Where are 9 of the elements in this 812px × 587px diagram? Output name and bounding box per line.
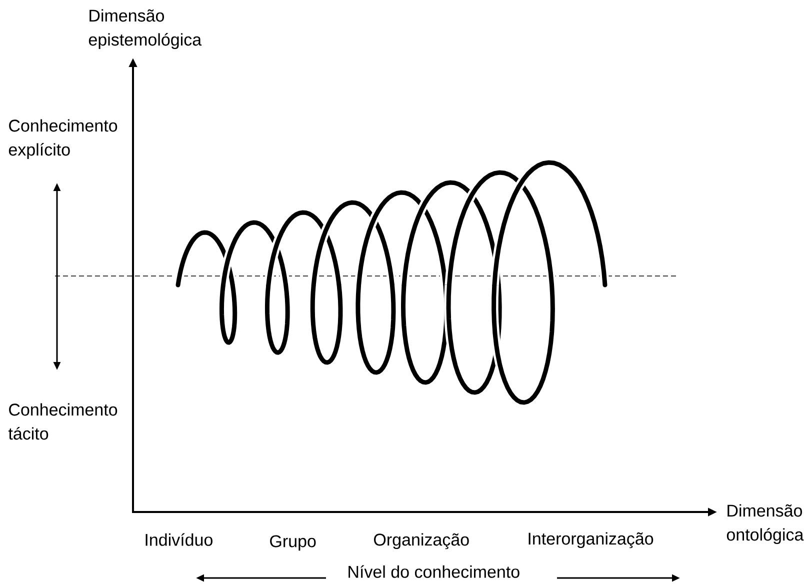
axis-label: Conhecimento explícito [8,119,118,160]
axis-label: Dimensão ontológica [726,504,804,544]
axis-label: Nível do conhecimento [348,565,520,578]
level-label: Indivíduo [146,533,212,546]
level-label: Grupo [270,535,316,551]
axis-label: Dimensão epistemológica [88,9,202,50]
axis-label: Conhecimento tácito [8,403,118,440]
level-label: Organização [374,533,469,550]
level-label: Interorganização [528,532,654,548]
